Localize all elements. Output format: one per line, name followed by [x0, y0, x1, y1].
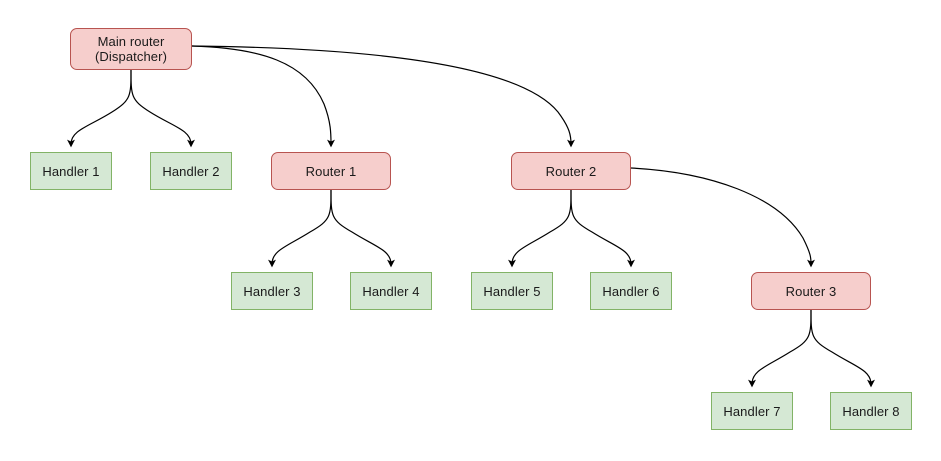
node-label-handler-3: Handler 3 [243, 283, 301, 299]
node-label-main-router: Main router (Dispatcher) [95, 34, 167, 64]
node-handler-4[interactable]: Handler 4 [350, 272, 432, 310]
node-router-2[interactable]: Router 2 [511, 152, 631, 190]
node-label-handler-7: Handler 7 [723, 403, 781, 419]
edge-router-2-to-handler-5 [508, 189, 572, 268]
node-handler-1[interactable]: Handler 1 [30, 152, 112, 190]
edge-main-to-handler-2 [130, 69, 195, 148]
node-handler-3[interactable]: Handler 3 [231, 272, 313, 310]
edges [67, 45, 875, 388]
edge-main-to-router-2 [191, 45, 575, 148]
edge-router-3-to-handler-8 [810, 309, 875, 388]
node-label-handler-1: Handler 1 [42, 163, 100, 179]
node-router-1[interactable]: Router 1 [271, 152, 391, 190]
edge-router-2-to-router-3 [630, 167, 815, 268]
node-label-handler-6: Handler 6 [602, 283, 660, 299]
edge-main-to-router-1 [191, 45, 335, 148]
node-label-router-2: Router 2 [545, 163, 597, 179]
node-handler-7[interactable]: Handler 7 [711, 392, 793, 430]
node-handler-8[interactable]: Handler 8 [830, 392, 912, 430]
edge-main-to-handler-1 [67, 69, 132, 148]
node-handler-5[interactable]: Handler 5 [471, 272, 553, 310]
edge-router-2-to-handler-6 [570, 189, 635, 268]
node-label-handler-2: Handler 2 [162, 163, 220, 179]
node-label-handler-8: Handler 8 [842, 403, 900, 419]
node-label-handler-4: Handler 4 [362, 283, 420, 299]
node-handler-2[interactable]: Handler 2 [150, 152, 232, 190]
edge-router-1-to-handler-4 [330, 189, 395, 268]
node-label-router-1: Router 1 [305, 163, 357, 179]
node-handler-6[interactable]: Handler 6 [590, 272, 672, 310]
node-router-3[interactable]: Router 3 [751, 272, 871, 310]
node-label-router-3: Router 3 [785, 283, 837, 299]
node-main-router[interactable]: Main router (Dispatcher) [70, 28, 192, 70]
edge-router-1-to-handler-3 [268, 189, 332, 268]
node-label-handler-5: Handler 5 [483, 283, 541, 299]
edge-router-3-to-handler-7 [748, 309, 812, 388]
